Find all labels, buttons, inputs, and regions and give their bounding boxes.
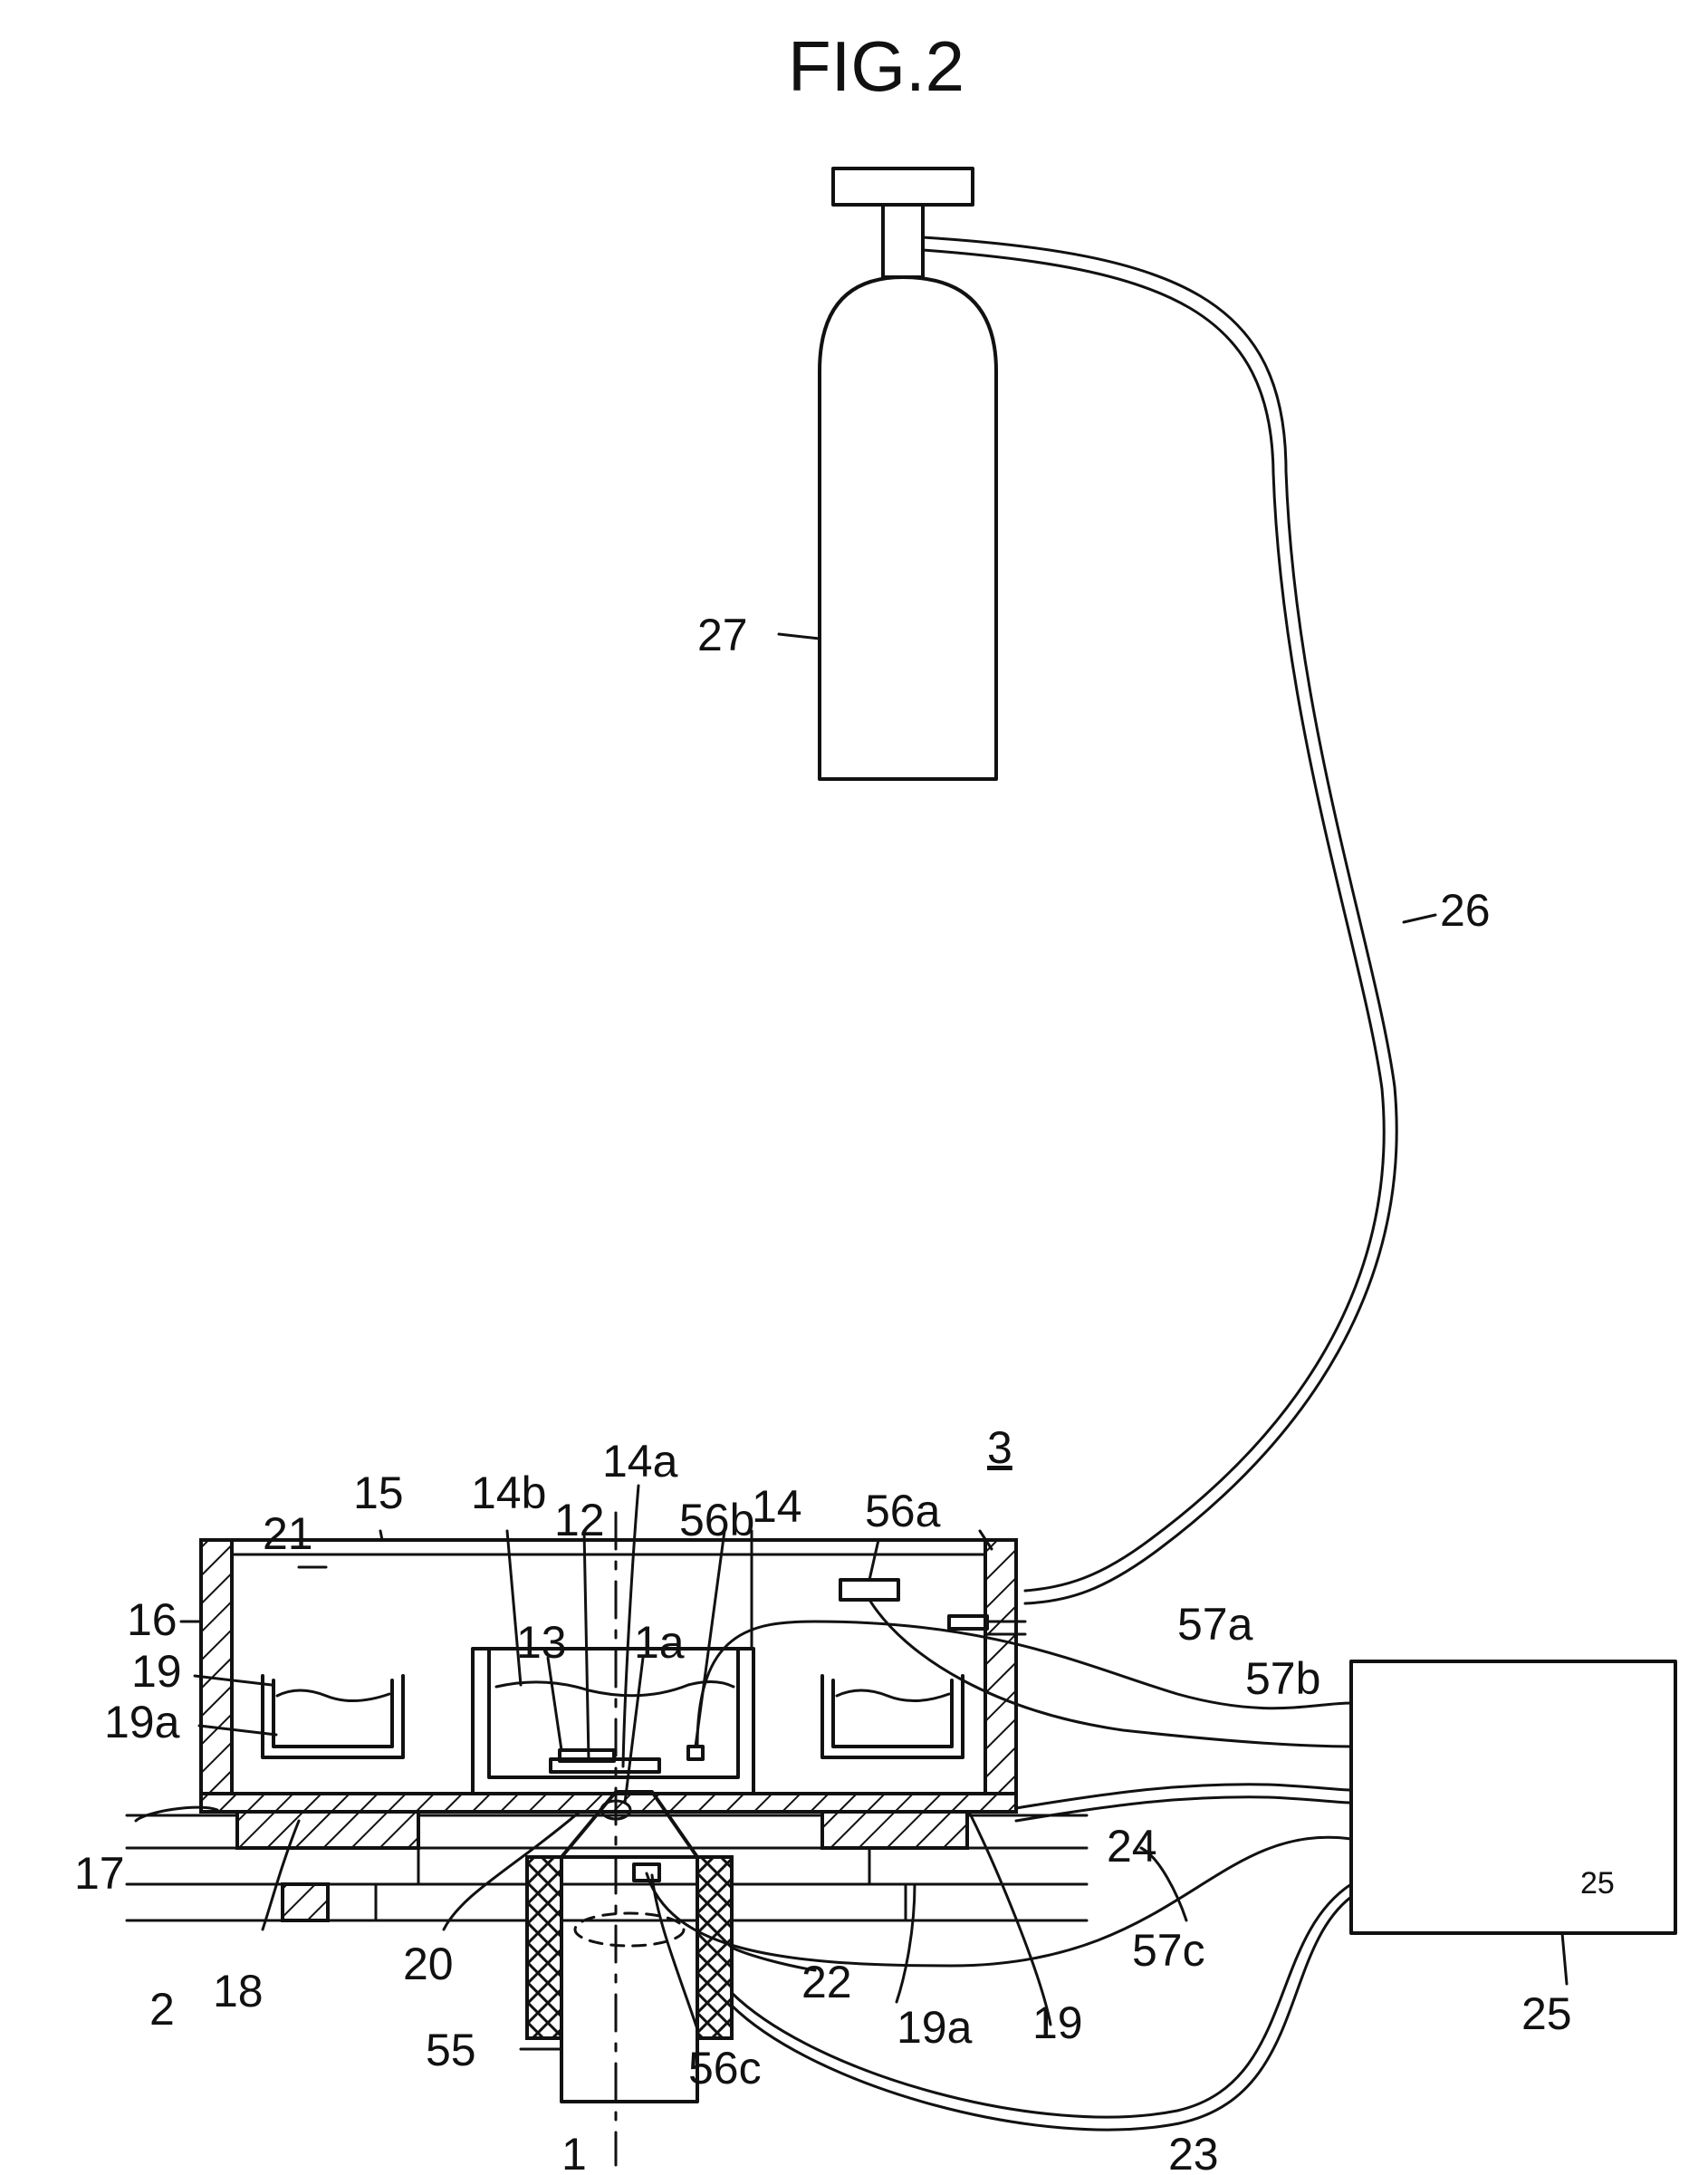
label-3: 3 — [987, 1422, 1012, 1473]
label-27: 27 — [697, 610, 748, 660]
label-13: 13 — [516, 1617, 567, 1668]
label-55: 55 — [426, 2025, 476, 2075]
label-19a-right: 19a — [897, 2002, 973, 2053]
label-20: 20 — [403, 1939, 454, 1989]
label-15: 15 — [353, 1468, 404, 1518]
label-22: 22 — [801, 1957, 852, 2007]
label-16: 16 — [127, 1594, 178, 1645]
label-57c: 57c — [1132, 1925, 1205, 1976]
gas-hose — [923, 237, 1396, 1603]
label-56a: 56a — [865, 1486, 941, 1536]
label-56b: 56b — [679, 1495, 754, 1545]
label-2: 2 — [149, 1984, 175, 2035]
figure-title: FIG.2 — [788, 26, 964, 106]
label-14b: 14b — [471, 1468, 546, 1518]
label-24: 24 — [1107, 1821, 1157, 1872]
label-1: 1 — [561, 2129, 587, 2175]
label-57b: 57b — [1245, 1653, 1320, 1704]
label-1a: 1a — [634, 1617, 685, 1668]
tray-left — [263, 1676, 403, 1757]
label-57a: 57a — [1177, 1599, 1253, 1650]
label-18: 18 — [213, 1966, 264, 2016]
label-21: 21 — [263, 1508, 313, 1559]
control-box — [1351, 1661, 1675, 1933]
wire-57c — [647, 1837, 1351, 1966]
gas-cylinder — [820, 168, 996, 779]
label-14a: 14a — [602, 1436, 678, 1487]
label-12: 12 — [554, 1495, 605, 1545]
label-14: 14 — [752, 1481, 802, 1532]
tray-right — [822, 1676, 963, 1757]
cable-24 — [1016, 1785, 1351, 1808]
label-19-right: 19 — [1032, 1997, 1083, 2048]
label-17: 17 — [74, 1848, 125, 1899]
label-26: 26 — [1440, 885, 1491, 936]
label-25-box: 25 — [1580, 1866, 1615, 1901]
label-19a-left: 19a — [104, 1697, 180, 1747]
label-19-left: 19 — [131, 1646, 182, 1697]
reference-labels: 27 26 3 15 14b 14a 12 56b 14 56a 21 16 1… — [74, 610, 1615, 2175]
label-56c: 56c — [688, 2043, 762, 2093]
label-25: 25 — [1521, 1988, 1572, 2039]
label-23: 23 — [1168, 2129, 1219, 2175]
